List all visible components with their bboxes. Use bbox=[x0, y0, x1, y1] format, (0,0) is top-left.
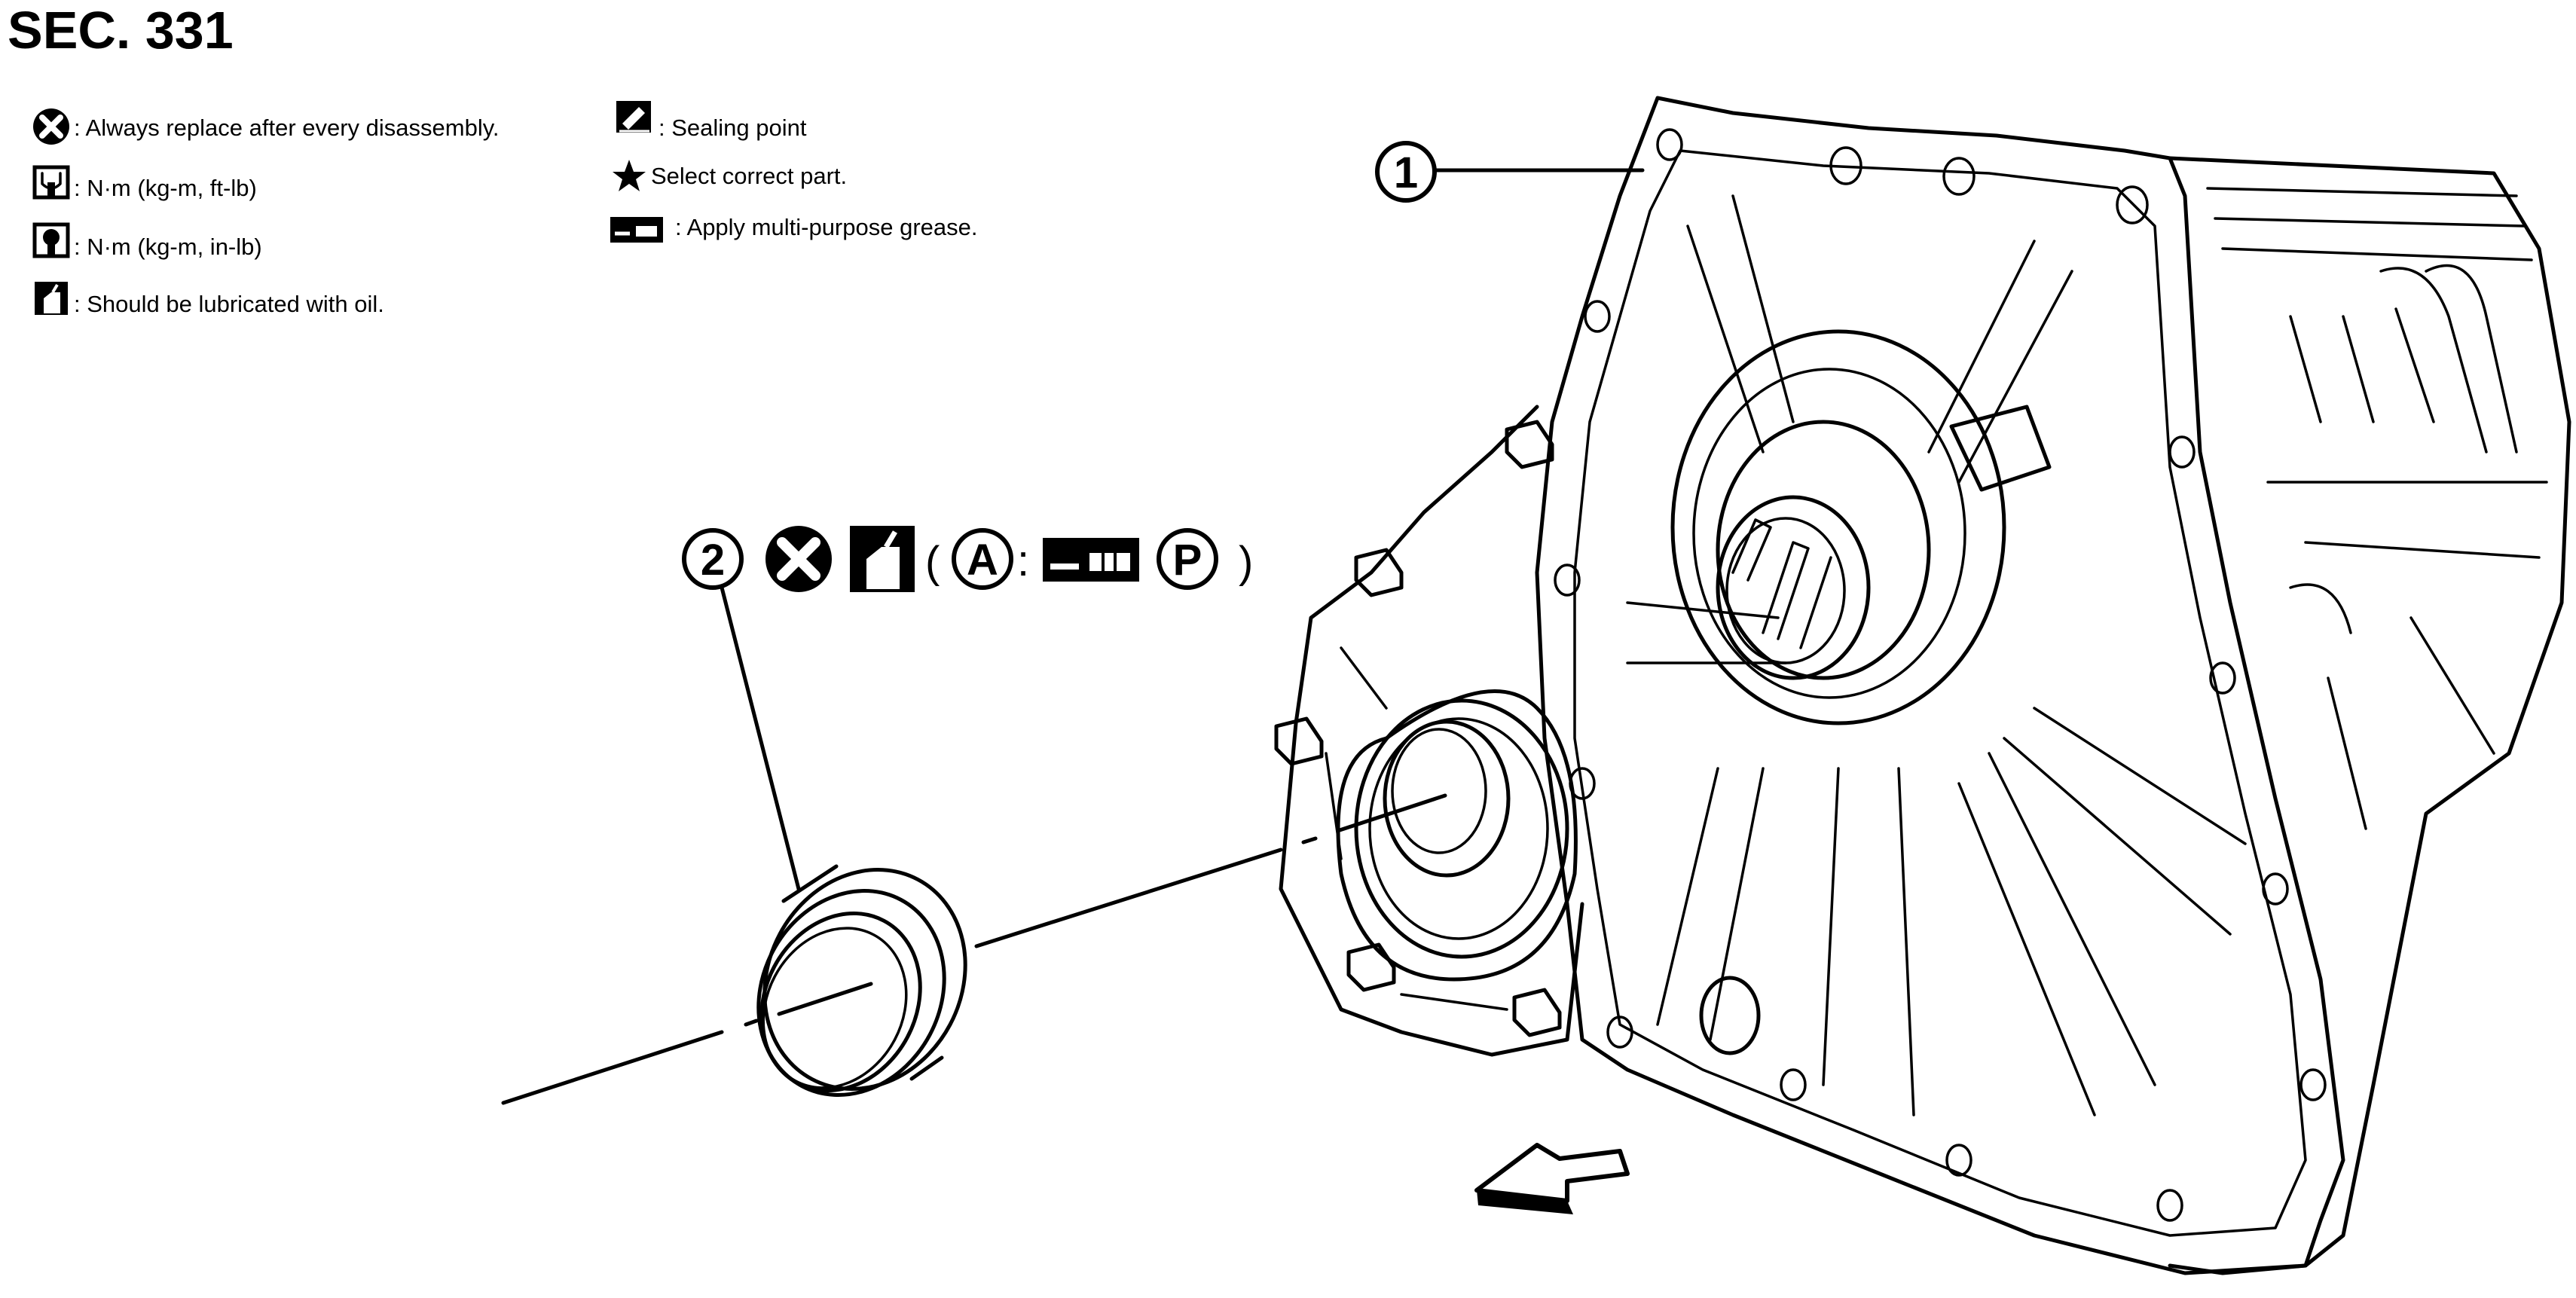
oil-can-icon bbox=[850, 526, 915, 592]
front-seal-bore bbox=[1336, 689, 1578, 982]
flange-bolt-holes bbox=[1554, 128, 2327, 1222]
legend-grease-text: : Apply multi-purpose grease. bbox=[675, 214, 978, 240]
callout-point-a: A bbox=[967, 536, 998, 585]
legend-always-replace: : Always replace after every disassembly… bbox=[33, 108, 500, 145]
callout-2-leader bbox=[720, 585, 801, 891]
legend-lubricate-oil: : Should be lubricated with oil. bbox=[35, 282, 384, 317]
legend-torque-ft-lb-text: : N·m (kg-m, ft-lb) bbox=[74, 175, 257, 201]
axis-line-left bbox=[501, 982, 873, 1105]
torque-wrench-small-icon bbox=[32, 222, 70, 258]
output-shaft-boss bbox=[1670, 329, 2052, 725]
axis-line-right bbox=[974, 793, 1447, 948]
legend-torque-in-lb: : N·m (kg-m, in-lb) bbox=[32, 222, 262, 260]
sealing-point-icon bbox=[616, 101, 651, 133]
star-icon bbox=[613, 160, 646, 191]
transfer-case-housing bbox=[1274, 96, 2571, 1275]
section-title: SEC. 331 bbox=[8, 1, 234, 60]
legend-lubricate-oil-text: : Should be lubricated with oil. bbox=[74, 291, 384, 317]
callout-1-number: 1 bbox=[1394, 148, 1418, 197]
oil-seal bbox=[756, 864, 967, 1097]
legend-torque-ft-lb: : N·m (kg-m, ft-lb) bbox=[32, 165, 257, 201]
legend-grease: : Apply multi-purpose grease. bbox=[610, 214, 978, 243]
always-replace-icon bbox=[765, 526, 832, 592]
callout-2-row: 2 ( A : P ) bbox=[682, 526, 1253, 891]
torque-wrench-icon bbox=[32, 165, 70, 200]
open-paren: ( bbox=[925, 538, 940, 587]
housing-lower-boss bbox=[1699, 976, 1761, 1055]
front-direction-arrow bbox=[1474, 1143, 1630, 1214]
legend-torque-in-lb-text: : N·m (kg-m, in-lb) bbox=[74, 234, 262, 260]
callout-point-p: P bbox=[1173, 536, 1202, 585]
callout-2-number: 2 bbox=[701, 536, 725, 585]
legend-sealing-point-text: : Sealing point bbox=[659, 115, 807, 141]
legend-select-part-text: Select correct part. bbox=[651, 163, 847, 189]
close-paren: ) bbox=[1239, 538, 1253, 587]
always-replace-icon bbox=[33, 108, 69, 145]
callout-1: 1 bbox=[1375, 141, 1645, 203]
legend-sealing-point: : Sealing point bbox=[616, 101, 807, 141]
housing-studs bbox=[1274, 420, 1562, 1037]
grease-gun-icon bbox=[610, 217, 663, 243]
legend-always-replace-text: : Always replace after every disassembly… bbox=[74, 115, 500, 141]
oil-can-icon bbox=[35, 282, 68, 315]
grease-gun-icon bbox=[1043, 538, 1139, 582]
callout-colon: : bbox=[1017, 536, 1029, 585]
legend-select-part: Select correct part. bbox=[613, 160, 847, 191]
